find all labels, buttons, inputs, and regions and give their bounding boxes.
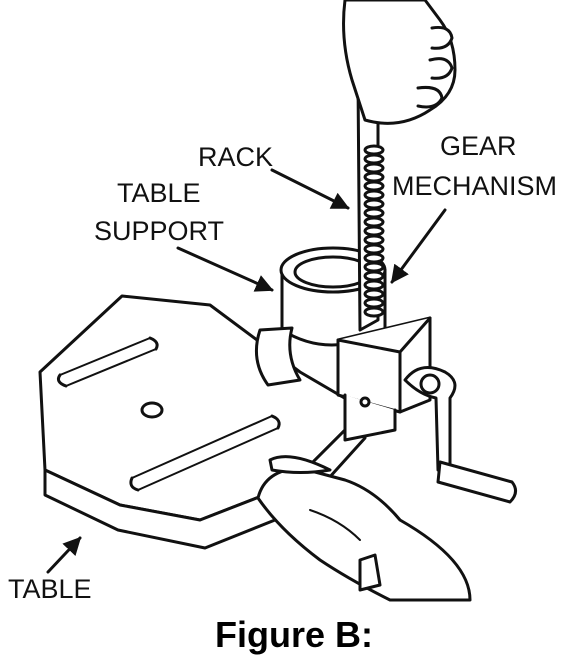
rack-tooth: [363, 144, 385, 156]
arrow-gear-mechanism: [390, 208, 447, 284]
rack-tooth: [363, 171, 385, 183]
rack-tooth: [363, 243, 385, 255]
label-rack: RACK: [198, 142, 273, 172]
upper-hand: [342, 0, 457, 125]
rack-tooth: [363, 153, 385, 165]
rack-tooth: [363, 261, 385, 273]
rack-tooth: [363, 252, 385, 264]
rack-tooth: [363, 180, 385, 192]
rack-tooth: [363, 306, 385, 318]
rack-tooth: [363, 216, 385, 228]
rack-tooth: [363, 207, 385, 219]
arrow-table: [46, 536, 82, 574]
arrow-rack: [270, 168, 350, 210]
label-table: TABLE: [8, 574, 92, 604]
gear-mechanism: [336, 316, 517, 504]
label-gear-line1: GEAR: [440, 131, 517, 161]
rack-tooth: [363, 225, 385, 237]
rack-tooth: [363, 162, 385, 174]
label-table-support-line2: SUPPORT: [94, 216, 224, 246]
arrow-table-support: [176, 246, 274, 292]
label-table-support-line1: TABLE: [117, 178, 201, 208]
figure-caption: Figure B:: [215, 614, 373, 655]
rack-bar: [356, 78, 385, 332]
rack-tooth: [363, 234, 385, 246]
rack-tooth: [363, 189, 385, 201]
rack-tooth: [363, 297, 385, 309]
label-gear-line2: MECHANISM: [392, 171, 557, 201]
rack-tooth: [363, 198, 385, 210]
rack-tooth: [363, 270, 385, 282]
lower-hand: [256, 455, 472, 602]
rack-tooth: [363, 288, 385, 300]
rack-tooth: [363, 279, 385, 291]
